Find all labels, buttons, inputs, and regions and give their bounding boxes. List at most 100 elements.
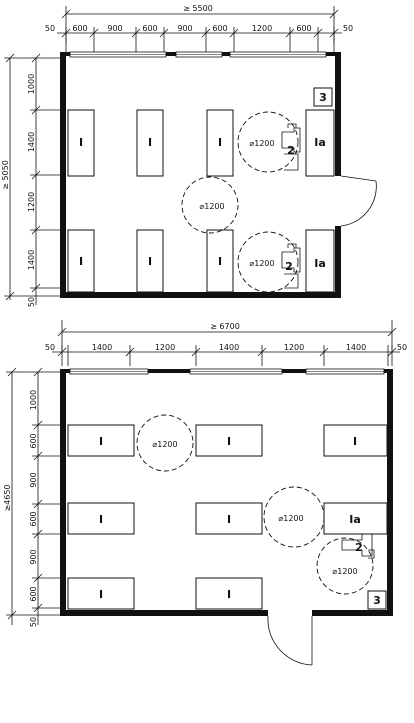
plan1-circle-label: ⌀1200 bbox=[249, 259, 274, 268]
plan2-hdim-0: 1000 bbox=[29, 390, 38, 410]
plan1-item-3-label: 3 bbox=[319, 91, 327, 104]
plan2-clearance-circle bbox=[263, 486, 325, 548]
plan1-dim-5: 600 bbox=[212, 24, 227, 33]
plan1-desk bbox=[206, 109, 234, 177]
plan2-item-3-label: 3 bbox=[373, 594, 381, 607]
plan1-dim-1: 600 bbox=[72, 24, 87, 33]
plan1-hdim-3: 1400 bbox=[27, 250, 36, 270]
plan2-desk bbox=[67, 502, 135, 535]
plan2-dim-2: 1200 bbox=[155, 343, 175, 352]
plan2-hdim-3: 600 bbox=[29, 511, 38, 526]
plan2-overall-height-label: ≥4650 bbox=[3, 484, 12, 511]
plan1-chair-label: 2 bbox=[287, 144, 295, 157]
plan2-walls bbox=[60, 368, 393, 616]
plan2-segment-dimensions: 50 1400 1200 1400 1200 1400 50 bbox=[45, 343, 407, 366]
plan1-dim-7: 600 bbox=[296, 24, 311, 33]
plan2-desk bbox=[67, 424, 135, 457]
plan2-dim-4: 1200 bbox=[284, 343, 304, 352]
plan1-circle-label: ⌀1200 bbox=[199, 202, 224, 211]
plan1-desk-ia bbox=[305, 109, 335, 177]
plan2-item-3: 3 bbox=[367, 590, 387, 610]
plan2-clearance-circle bbox=[316, 537, 374, 595]
plan2-desk-label: I bbox=[99, 435, 103, 448]
plan2-hdim-6: 50 bbox=[29, 617, 38, 627]
plan1-chair-label: 2 bbox=[285, 260, 293, 273]
plan2-desk bbox=[67, 577, 135, 610]
plan1-hdim-1: 1400 bbox=[27, 132, 36, 152]
plan1-clearance-circle bbox=[181, 176, 239, 234]
plan2-clearance-circle bbox=[136, 414, 194, 472]
plan1-clearance-circle bbox=[237, 111, 299, 173]
plan1-desk-ia-label: Ia bbox=[314, 257, 326, 270]
plan1-desk-label: I bbox=[148, 255, 152, 268]
plan1-hdim-0: 1000 bbox=[27, 74, 36, 94]
plan1-hdim-2: 1200 bbox=[27, 192, 36, 212]
plan1-overall-height-label: ≥ 5050 bbox=[1, 160, 10, 190]
plan1-dim-3: 600 bbox=[142, 24, 157, 33]
plan2-dim-0: 50 bbox=[45, 343, 55, 352]
plan1-desks: I I I I I I Ia Ia bbox=[67, 109, 335, 293]
plan1-desk-label: I bbox=[218, 136, 222, 149]
plan1-chair: 2 bbox=[281, 243, 301, 289]
plan1-dim-2: 900 bbox=[107, 24, 122, 33]
plan2-desk bbox=[323, 424, 388, 457]
plan1-desk bbox=[136, 109, 164, 177]
plan1-clearance-circle bbox=[237, 231, 299, 293]
plan2-hdim-5: 600 bbox=[29, 586, 38, 601]
plan1-dim-0: 50 bbox=[45, 24, 55, 33]
plan1-clearance-circles: ⌀1200 ⌀1200 ⌀1200 bbox=[181, 111, 299, 293]
plan2-circle-label: ⌀1200 bbox=[152, 440, 177, 449]
plan1-height-dimensions: ≥ 5050 1000 1400 1200 1400 50 bbox=[1, 53, 62, 307]
plan1-desk bbox=[67, 229, 95, 293]
plan2-desk-label: I bbox=[227, 588, 231, 601]
plan2-door bbox=[267, 615, 313, 666]
plan-1: ≥ 5500 bbox=[1, 4, 377, 307]
plan2-hdim-2: 900 bbox=[29, 472, 38, 487]
plan2-dim-3: 1400 bbox=[219, 343, 239, 352]
plan1-desk-label: I bbox=[79, 255, 83, 268]
plan2-desk-label: I bbox=[227, 435, 231, 448]
plan2-desk-ia-label: Ia bbox=[349, 513, 361, 526]
plan1-item-3: 3 bbox=[313, 87, 333, 107]
plan2-desk-label: I bbox=[227, 513, 231, 526]
plan2-desk-label: I bbox=[99, 588, 103, 601]
plan2-chair: 2 bbox=[341, 533, 375, 559]
plan1-door bbox=[340, 175, 377, 227]
plan2-hdim-1: 600 bbox=[29, 433, 38, 448]
plan2-chair-label: 2 bbox=[355, 541, 363, 554]
plan1-desk bbox=[67, 109, 95, 177]
plan1-dim-8: 50 bbox=[343, 24, 353, 33]
plan2-desk-label: I bbox=[99, 513, 103, 526]
plan1-walls bbox=[60, 51, 341, 298]
plan1-desk-label: I bbox=[148, 136, 152, 149]
plan1-segment-dimensions: 50 600 900 600 900 600 1200 600 50 bbox=[45, 24, 353, 52]
plan1-desk bbox=[136, 229, 164, 293]
plan1-hdim-4: 50 bbox=[27, 297, 36, 307]
plan2-dim-5: 1400 bbox=[346, 343, 366, 352]
plan2-desk bbox=[195, 502, 263, 535]
plan2-desks: I I I I I Ia I I bbox=[67, 424, 388, 610]
plan2-clearance-circles: ⌀1200 ⌀1200 ⌀1200 bbox=[136, 414, 374, 595]
plan2-circle-label: ⌀1200 bbox=[332, 567, 357, 576]
plan2-overall-width-label: ≥ 6700 bbox=[210, 322, 240, 331]
plan2-desk bbox=[195, 424, 263, 457]
plan2-height-dimensions: ≥4650 1000 600 900 600 900 600 50 bbox=[3, 367, 62, 627]
plan1-circle-label: ⌀1200 bbox=[249, 139, 274, 148]
plan2-desk-label: I bbox=[353, 435, 357, 448]
plan1-desk-ia-label: Ia bbox=[314, 136, 326, 149]
plan2-desk bbox=[195, 577, 263, 610]
plan-2: ≥ 6700 50 1400 1200 bbox=[3, 320, 407, 666]
plan2-dim-1: 1400 bbox=[92, 343, 112, 352]
plan1-desk-ia bbox=[305, 229, 335, 293]
plan1-dim-4: 900 bbox=[177, 24, 192, 33]
plan1-desk-label: I bbox=[79, 136, 83, 149]
plan1-chair: 2 bbox=[281, 123, 301, 171]
plan1-desk-label: I bbox=[218, 255, 222, 268]
plan2-circle-label: ⌀1200 bbox=[278, 514, 303, 523]
plan2-hdim-4: 900 bbox=[29, 549, 38, 564]
plan2-dim-6: 50 bbox=[397, 343, 407, 352]
plan1-desk bbox=[206, 229, 234, 293]
plan1-dim-6: 1200 bbox=[252, 24, 272, 33]
plan1-overall-width-label: ≥ 5500 bbox=[183, 4, 213, 13]
